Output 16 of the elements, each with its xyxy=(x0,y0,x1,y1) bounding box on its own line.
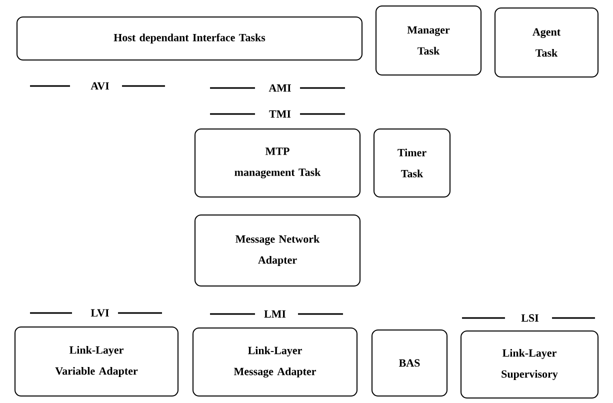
interface-label: AMI xyxy=(210,84,345,92)
task-box: Agent Task xyxy=(494,8,598,78)
interface-label: LVI xyxy=(30,309,162,317)
task-box: Host dependant Interface Tasks xyxy=(16,16,362,60)
interface-label: AVI xyxy=(30,82,165,90)
task-box: Timer Task xyxy=(374,128,450,198)
task-box: Manager Task xyxy=(376,6,482,76)
interface-label: TMI xyxy=(210,110,345,118)
task-box: MTP management Task xyxy=(194,128,360,198)
interface-label: LMI xyxy=(210,310,343,318)
task-box: Link-Layer Message Adapter xyxy=(192,327,358,396)
task-box: BAS xyxy=(372,329,448,396)
task-box: Link-Layer Supervisory xyxy=(460,330,598,398)
task-box: Message Network Adapter xyxy=(194,214,360,286)
interface-label: LSI xyxy=(462,314,595,322)
task-box: Link-Layer Variable Adapter xyxy=(14,326,178,396)
